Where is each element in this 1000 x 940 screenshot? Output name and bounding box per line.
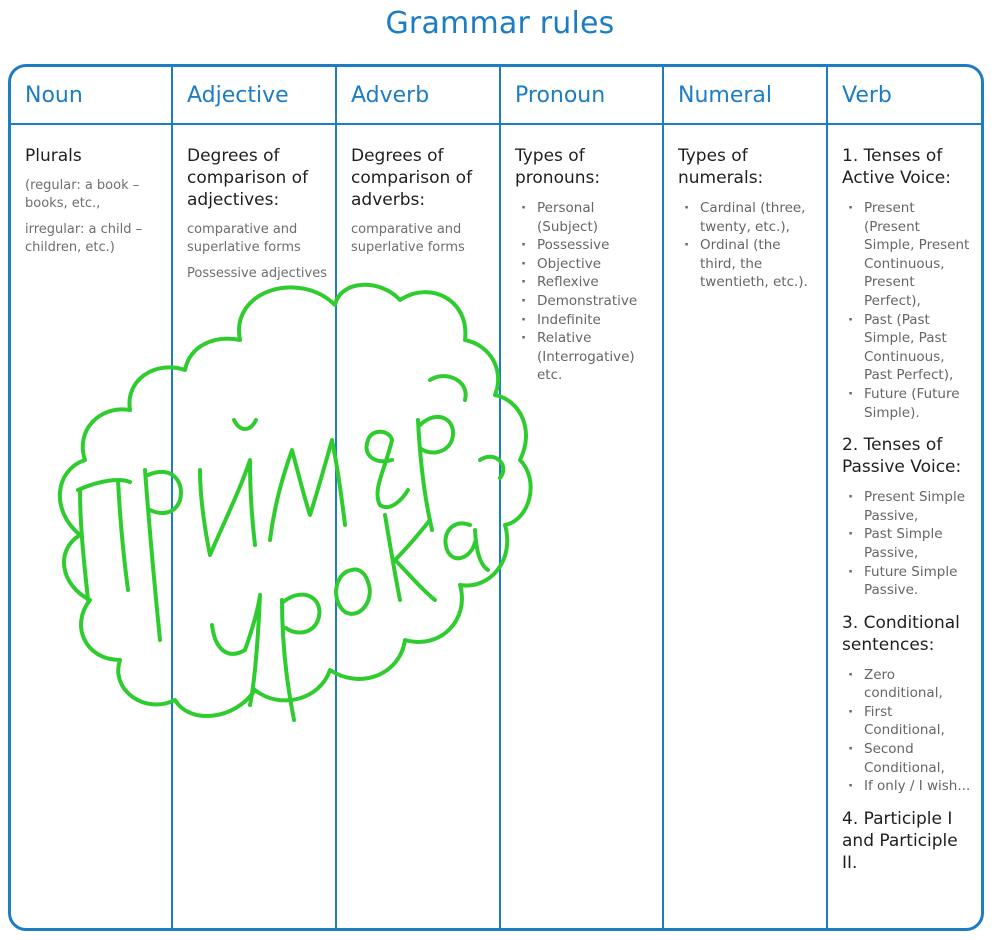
column-body-pronoun: Types of pronouns: Personal (Subject) Po… [501, 125, 662, 397]
list-item: Personal (Subject) [515, 199, 654, 236]
list-item: Future (Future Simple). [842, 385, 973, 422]
grammar-table: Noun Plurals (regular: a book – books, e… [8, 64, 984, 931]
column-body-noun: Plurals (regular: a book – books, etc., … [11, 125, 171, 265]
list-item: If only / I wish... [842, 777, 973, 796]
list-item: Demonstrative [515, 292, 654, 311]
noun-heading: Plurals [25, 146, 82, 166]
list-item: First Conditional, [842, 703, 973, 740]
adjective-heading: Degrees of comparison of adjectives: [187, 146, 309, 210]
noun-note-regular: (regular: a book – books, etc., [25, 178, 140, 211]
column-adverb: Adverb Degrees of comparison of adverbs:… [337, 67, 501, 928]
list-item: Present (Present Simple, Present Continu… [842, 199, 973, 311]
verb-heading-conditional: 3. Conditional sentences: [842, 612, 960, 655]
pronoun-list: Personal (Subject) Possessive Objective … [515, 199, 654, 385]
column-pronoun: Pronoun Types of pronouns: Personal (Sub… [501, 67, 664, 928]
column-body-adverb: Degrees of comparison of adverbs: compar… [337, 125, 499, 265]
verb-heading-passive: 2. Tenses of Passive Voice: [842, 435, 962, 478]
adjective-note-possessive: Possessive adjectives [187, 266, 328, 281]
column-header-numeral: Numeral [664, 67, 826, 125]
page-title: Grammar rules [385, 6, 615, 41]
noun-note-irregular: irregular: a child – children, etc.) [25, 222, 143, 255]
list-item: Reflexive [515, 273, 654, 292]
list-item: Zero conditional, [842, 666, 973, 703]
list-item: Past (Past Simple, Past Continuous, Past… [842, 311, 973, 385]
column-header-adjective: Adjective [173, 67, 335, 125]
list-item: Present Simple Passive, [842, 488, 973, 525]
list-item: Ordinal (the third, the twentieth, etc.)… [678, 236, 818, 292]
column-header-adverb: Adverb [337, 67, 499, 125]
list-item: Past Simple Passive, [842, 525, 973, 562]
list-item: Second Conditional, [842, 740, 973, 777]
verb-list-active: Present (Present Simple, Present Continu… [842, 199, 973, 422]
column-body-numeral: Types of numerals: Cardinal (three, twen… [664, 125, 826, 304]
verb-list-conditional: Zero conditional, First Conditional, Sec… [842, 666, 973, 796]
list-item: Objective [515, 255, 654, 274]
column-header-pronoun: Pronoun [501, 67, 662, 125]
list-item: Cardinal (three, twenty, etc.), [678, 199, 818, 236]
numeral-heading: Types of numerals: [678, 146, 764, 188]
column-adjective: Adjective Degrees of comparison of adjec… [173, 67, 337, 928]
verb-list-passive: Present Simple Passive, Past Simple Pass… [842, 488, 973, 600]
pronoun-heading: Types of pronouns: [515, 146, 601, 188]
column-body-verb: 1. Tenses of Active Voice: Present (Pres… [828, 125, 981, 884]
verb-heading-active: 1. Tenses of Active Voice: [842, 146, 951, 188]
adverb-note-forms: comparative and superlative forms [351, 222, 465, 255]
column-header-noun: Noun [11, 67, 171, 125]
column-body-adjective: Degrees of comparison of adjectives: com… [173, 125, 335, 291]
verb-heading-participle: 4. Participle I and Participle II. [842, 808, 958, 873]
column-noun: Noun Plurals (regular: a book – books, e… [11, 67, 173, 928]
adverb-heading: Degrees of comparison of adverbs: [351, 146, 473, 210]
column-header-verb: Verb [828, 67, 981, 125]
adjective-note-forms: comparative and superlative forms [187, 222, 301, 255]
list-item: Future Simple Passive. [842, 563, 973, 600]
numeral-list: Cardinal (three, twenty, etc.), Ordinal … [678, 199, 818, 292]
column-numeral: Numeral Types of numerals: Cardinal (thr… [664, 67, 828, 928]
list-item: Possessive [515, 236, 654, 255]
list-item: Indefinite [515, 311, 654, 330]
column-verb: Verb 1. Tenses of Active Voice: Present … [828, 67, 981, 928]
list-item: Relative (Interrogative) etc. [515, 329, 654, 385]
